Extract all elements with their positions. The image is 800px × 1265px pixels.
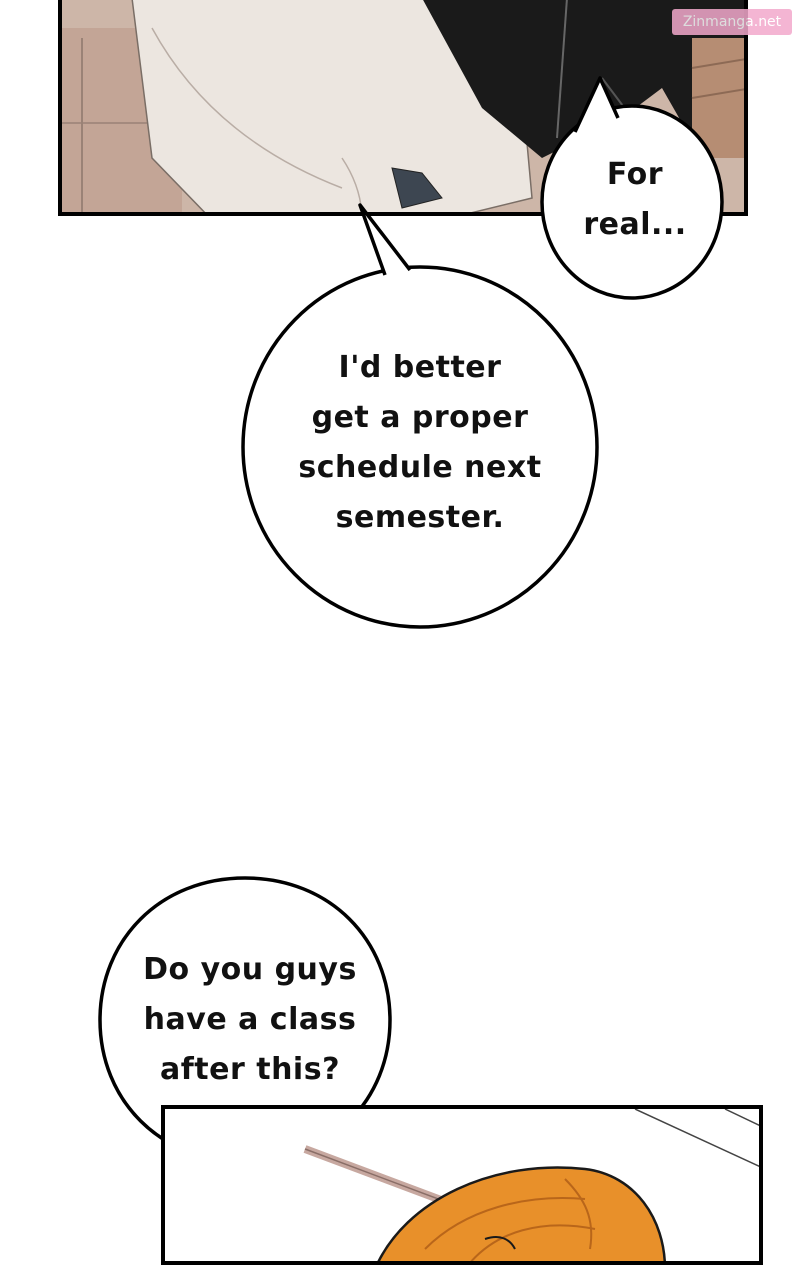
- speech-line: after this?: [160, 1052, 340, 1087]
- speech-line: real...: [583, 207, 687, 242]
- speech-line: get a proper: [311, 400, 529, 435]
- speech-line: have a class: [143, 1002, 357, 1037]
- speech-line: For: [606, 157, 664, 192]
- speech-text-class-after: Do you guys have a class after this?: [120, 945, 380, 1095]
- speech-line: I'd better: [338, 350, 502, 385]
- speech-line: semester.: [335, 500, 505, 535]
- watermark-label: Zinmanga.net: [672, 9, 792, 35]
- speech-text-better-schedule: I'd better get a proper schedule next se…: [290, 343, 550, 543]
- bottom-comic-panel: [161, 1105, 763, 1265]
- speech-line: Do you guys: [143, 952, 357, 987]
- bottom-panel-artwork: [165, 1109, 759, 1261]
- speech-line: schedule next: [298, 450, 542, 485]
- speech-text-for-real: For real...: [555, 150, 715, 250]
